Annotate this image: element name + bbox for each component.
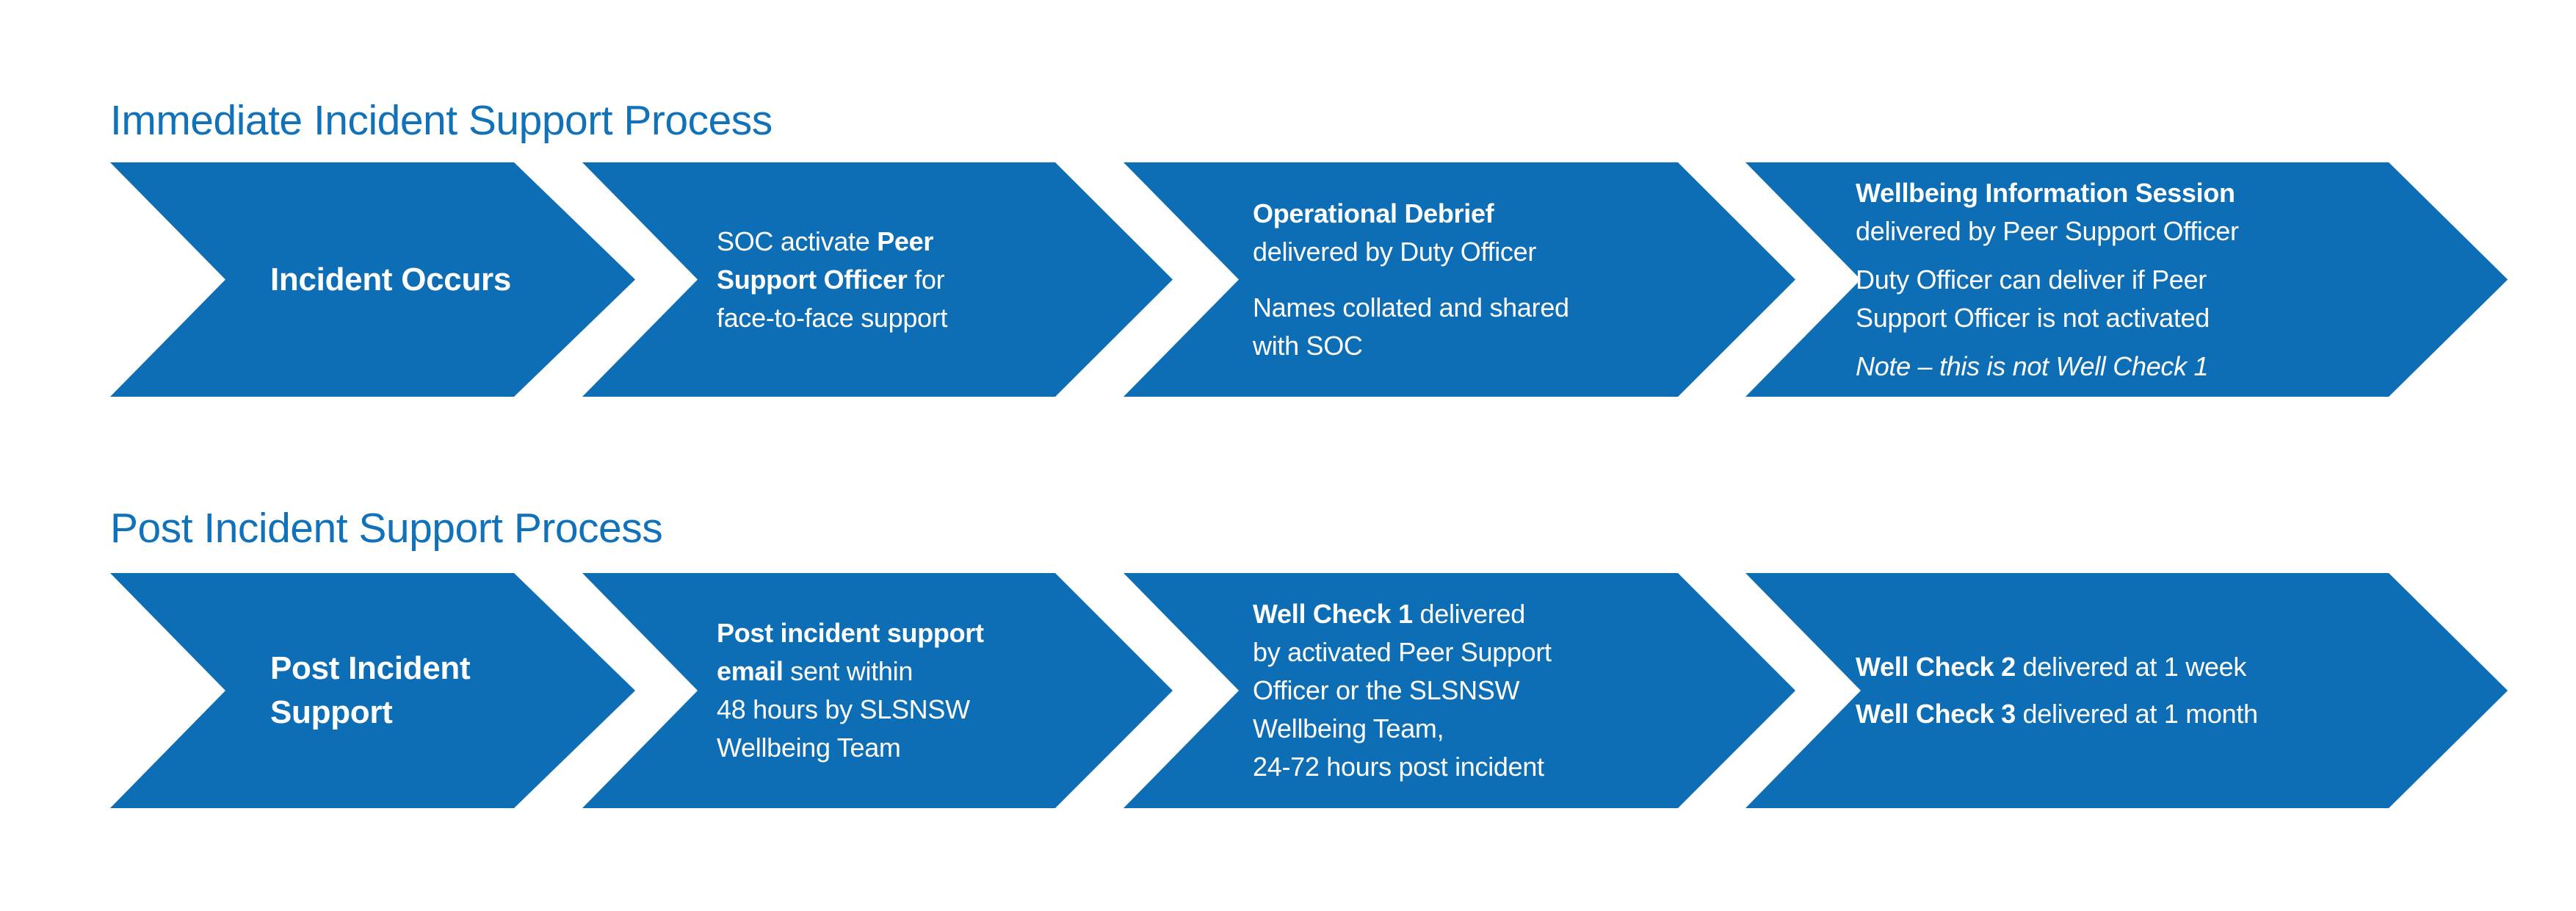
step-label: delivered by Peer Support Officer (1856, 215, 2239, 246)
step-label: 24-72 hours post incident (1253, 752, 1544, 782)
step-post-incident-support-email: Post incident support email sent within … (582, 573, 1173, 808)
step-label: Wellbeing Team (717, 732, 901, 763)
step-text: Well Check 1 delivered by activated Peer… (1124, 595, 1795, 786)
step-note: Note – this is not Well Check 1 (1856, 350, 2209, 381)
step-well-check-1: Well Check 1 delivered by activated Peer… (1124, 573, 1795, 808)
step-label: SOC activate (717, 226, 878, 256)
step-label: email (717, 656, 784, 686)
step-label: face-to-face support (717, 302, 948, 333)
step-label: Wellbeing Team, (1253, 713, 1444, 743)
step-label: sent within (783, 656, 913, 686)
step-label: Well Check 1 (1253, 599, 1413, 629)
step-well-check-2-3: Well Check 2 delivered at 1 week Well Ch… (1745, 573, 2508, 808)
step-label: Duty Officer can deliver if Peer (1856, 264, 2207, 295)
step-text: Incident Occurs (110, 258, 635, 302)
section-heading-immediate: Immediate Incident Support Process (110, 97, 773, 144)
step-text: Post incident support email sent within … (582, 614, 1173, 767)
step-label: delivered at 1 month (2015, 699, 2259, 729)
step-post-incident-support: Post Incident Support (110, 573, 635, 808)
step-text: Post Incident Support (110, 647, 635, 735)
step-label: Names collated and shared (1253, 292, 1569, 323)
step-label: Operational Debrief (1253, 198, 1494, 228)
step-operational-debrief: Operational Debrief delivered by Duty Of… (1124, 162, 1795, 397)
step-label: delivered by Duty Officer (1253, 236, 1537, 267)
step-label: Wellbeing Information Session (1856, 177, 2235, 208)
step-label: Well Check 2 (1856, 652, 2016, 682)
step-wellbeing-information-session: Wellbeing Information Session delivered … (1745, 162, 2508, 397)
step-text: Operational Debrief delivered by Duty Of… (1124, 195, 1795, 365)
step-label: delivered at 1 week (2015, 652, 2247, 682)
section-heading-post-incident: Post Incident Support Process (110, 505, 663, 552)
step-label: with SOC (1253, 330, 1363, 361)
step-label: Post Incident (270, 650, 471, 686)
step-label: Incident Occurs (270, 261, 512, 298)
step-text: SOC activate Peer Support Officer for fa… (582, 223, 1173, 337)
step-label: Support Officer is not activated (1856, 302, 2210, 333)
step-label: for (907, 264, 945, 295)
step-label: Well Check 3 (1856, 699, 2016, 729)
step-text: Wellbeing Information Session delivered … (1745, 174, 2508, 386)
step-label: Support Officer (717, 264, 908, 295)
step-label: delivered (1412, 599, 1526, 629)
step-label: by activated Peer Support (1253, 637, 1552, 667)
step-label: Officer or the SLSNSW (1253, 675, 1520, 705)
step-soc-activate-peer-support: SOC activate Peer Support Officer for fa… (582, 162, 1173, 397)
step-text: Well Check 2 delivered at 1 week Well Ch… (1745, 648, 2508, 733)
step-incident-occurs: Incident Occurs (110, 162, 635, 397)
step-label: 48 hours by SLSNSW (717, 694, 970, 724)
step-label: Post incident support (717, 618, 984, 648)
step-label: Peer (877, 226, 934, 256)
step-label: Support (270, 694, 393, 730)
